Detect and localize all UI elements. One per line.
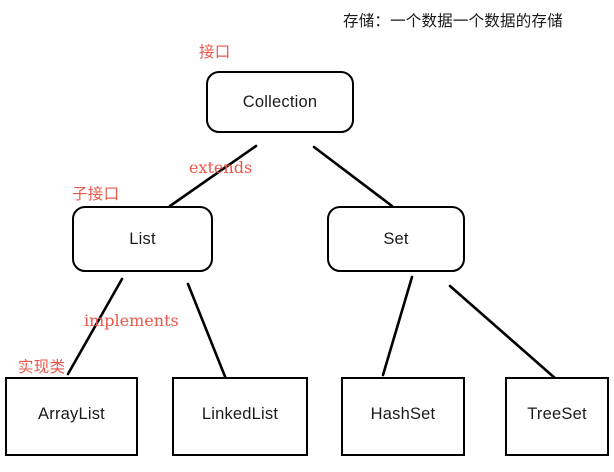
- node-set-label: Set: [383, 229, 409, 248]
- node-hashset-label: HashSet: [370, 405, 436, 423]
- node-linkedlist-label: LinkedList: [201, 405, 279, 423]
- node-linkedlist[interactable]: LinkedList: [172, 377, 308, 456]
- annotation-implementation-class: 实现类: [18, 359, 66, 376]
- annotation-interface: 接口: [199, 44, 231, 61]
- edge-list-linkedlist: [186, 282, 228, 381]
- node-list-label: List: [129, 229, 156, 248]
- annotation-implements: implements: [84, 311, 179, 330]
- node-treeset[interactable]: TreeSet: [505, 377, 609, 456]
- node-collection[interactable]: Collection: [206, 71, 354, 133]
- annotation-extends: extends: [189, 158, 253, 177]
- node-arraylist-label: ArrayList: [38, 405, 105, 423]
- node-treeset-label: TreeSet: [527, 405, 587, 423]
- edge-set-treeset: [448, 284, 558, 381]
- annotation-sub-interface: 子接口: [72, 186, 120, 203]
- node-arraylist[interactable]: ArrayList: [5, 377, 138, 456]
- node-collection-label: Collection: [242, 92, 318, 111]
- node-hashset[interactable]: HashSet: [341, 377, 465, 456]
- page-title: 存储：一个数据一个数据的存储: [343, 13, 563, 30]
- node-list[interactable]: List: [72, 206, 213, 272]
- edge-set-hashset: [381, 275, 414, 377]
- edge-collection-set: [312, 145, 394, 208]
- node-set[interactable]: Set: [327, 206, 465, 272]
